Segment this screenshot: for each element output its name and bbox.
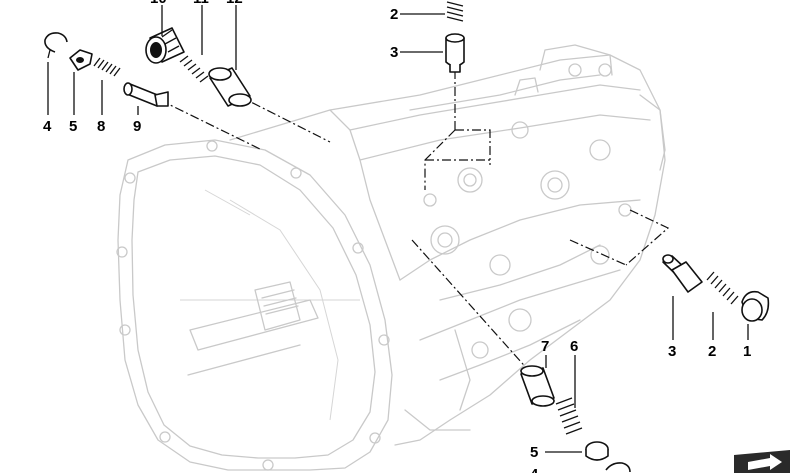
callout-11: 11 (193, 0, 209, 7)
transmission-housing-ghost (116, 44, 666, 471)
part-10-bushing (145, 27, 185, 64)
part-2-spring-top (446, 1, 464, 22)
callout-10: 10 (150, 0, 167, 7)
callout-9: 9 (133, 118, 141, 135)
callout-4-bottom: 4 (530, 466, 539, 473)
leader-lines (47, 5, 749, 453)
part-12-piston (208, 67, 252, 107)
part-5-cup-top (69, 49, 93, 71)
callout-3-right: 3 (668, 343, 676, 360)
part-5-cup-bottom (585, 441, 609, 461)
part-8-spring (93, 57, 121, 77)
part-3-plunger-top (445, 33, 465, 73)
callout-7: 7 (541, 338, 549, 355)
part-4-circlip-bottom (605, 462, 631, 473)
callout-6: 6 (570, 338, 578, 355)
arrow-badge-icon (734, 450, 790, 473)
callout-4-top: 4 (43, 118, 52, 135)
part-1-cap (741, 290, 770, 322)
callout-labels: 2 3 4 5 8 9 10 11 12 3 2 1 7 6 5 4 (43, 0, 751, 473)
part-11-spring (179, 55, 209, 83)
part-9-pin (123, 82, 169, 107)
part-6-spring (555, 397, 583, 435)
callout-8: 8 (97, 118, 105, 135)
callout-12: 12 (226, 0, 243, 7)
callout-3-top: 3 (390, 44, 398, 61)
part-3-plunger-right (662, 254, 703, 293)
callout-2-top: 2 (390, 6, 398, 23)
reference-lines (159, 70, 670, 373)
part-4-circlip-top (44, 32, 68, 59)
callout-5-top: 5 (69, 118, 77, 135)
callout-1: 1 (743, 343, 751, 360)
callout-5-bottom: 5 (530, 444, 538, 461)
callout-2-right: 2 (708, 343, 716, 360)
part-7-piston (520, 365, 555, 407)
part-2-spring-right (706, 271, 739, 305)
